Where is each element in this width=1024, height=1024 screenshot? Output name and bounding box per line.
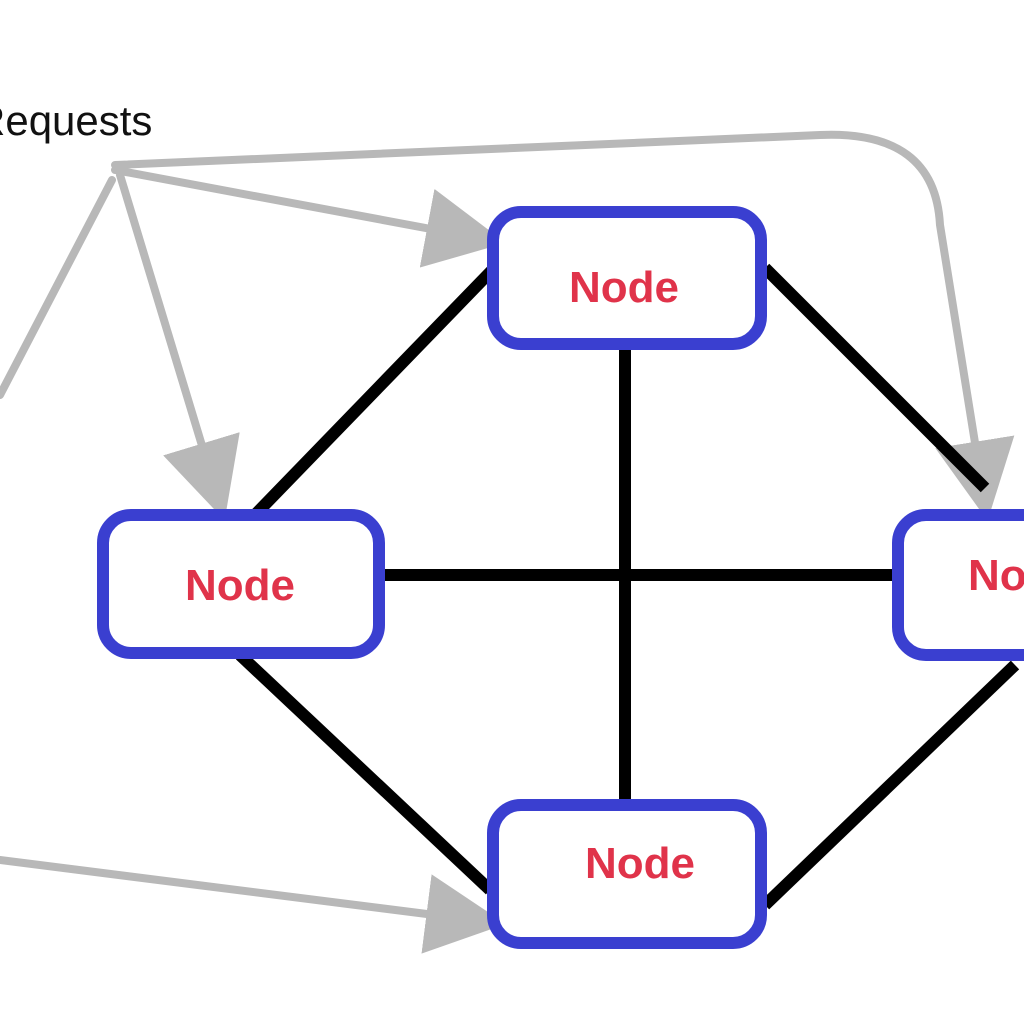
node-top-label: Node — [569, 263, 679, 312]
node-left-label: Node — [185, 561, 295, 610]
request-arrow-to-bottom-node — [0, 856, 506, 954]
request-arrows — [0, 130, 1015, 954]
edge-top-right — [760, 263, 990, 493]
node-bottom: Node — [487, 799, 767, 949]
node-bottom-label: Node — [585, 839, 695, 888]
node-connections — [235, 257, 1020, 910]
node-left: Node — [97, 509, 385, 659]
edge-top-left — [245, 257, 505, 525]
edge-right-bottom — [760, 660, 1020, 910]
edge-left-bottom — [235, 650, 495, 895]
node-top: Node — [487, 206, 767, 350]
request-arrow-to-top-node — [111, 166, 506, 268]
requests-label: Requests — [0, 97, 152, 144]
request-arrow-to-left-node — [116, 171, 240, 521]
node-right-label: Node — [968, 551, 1024, 600]
node-right: Node — [892, 509, 1024, 661]
request-arrow-offscreen-left — [0, 176, 116, 399]
request-arrow-to-right-node — [111, 130, 1015, 521]
